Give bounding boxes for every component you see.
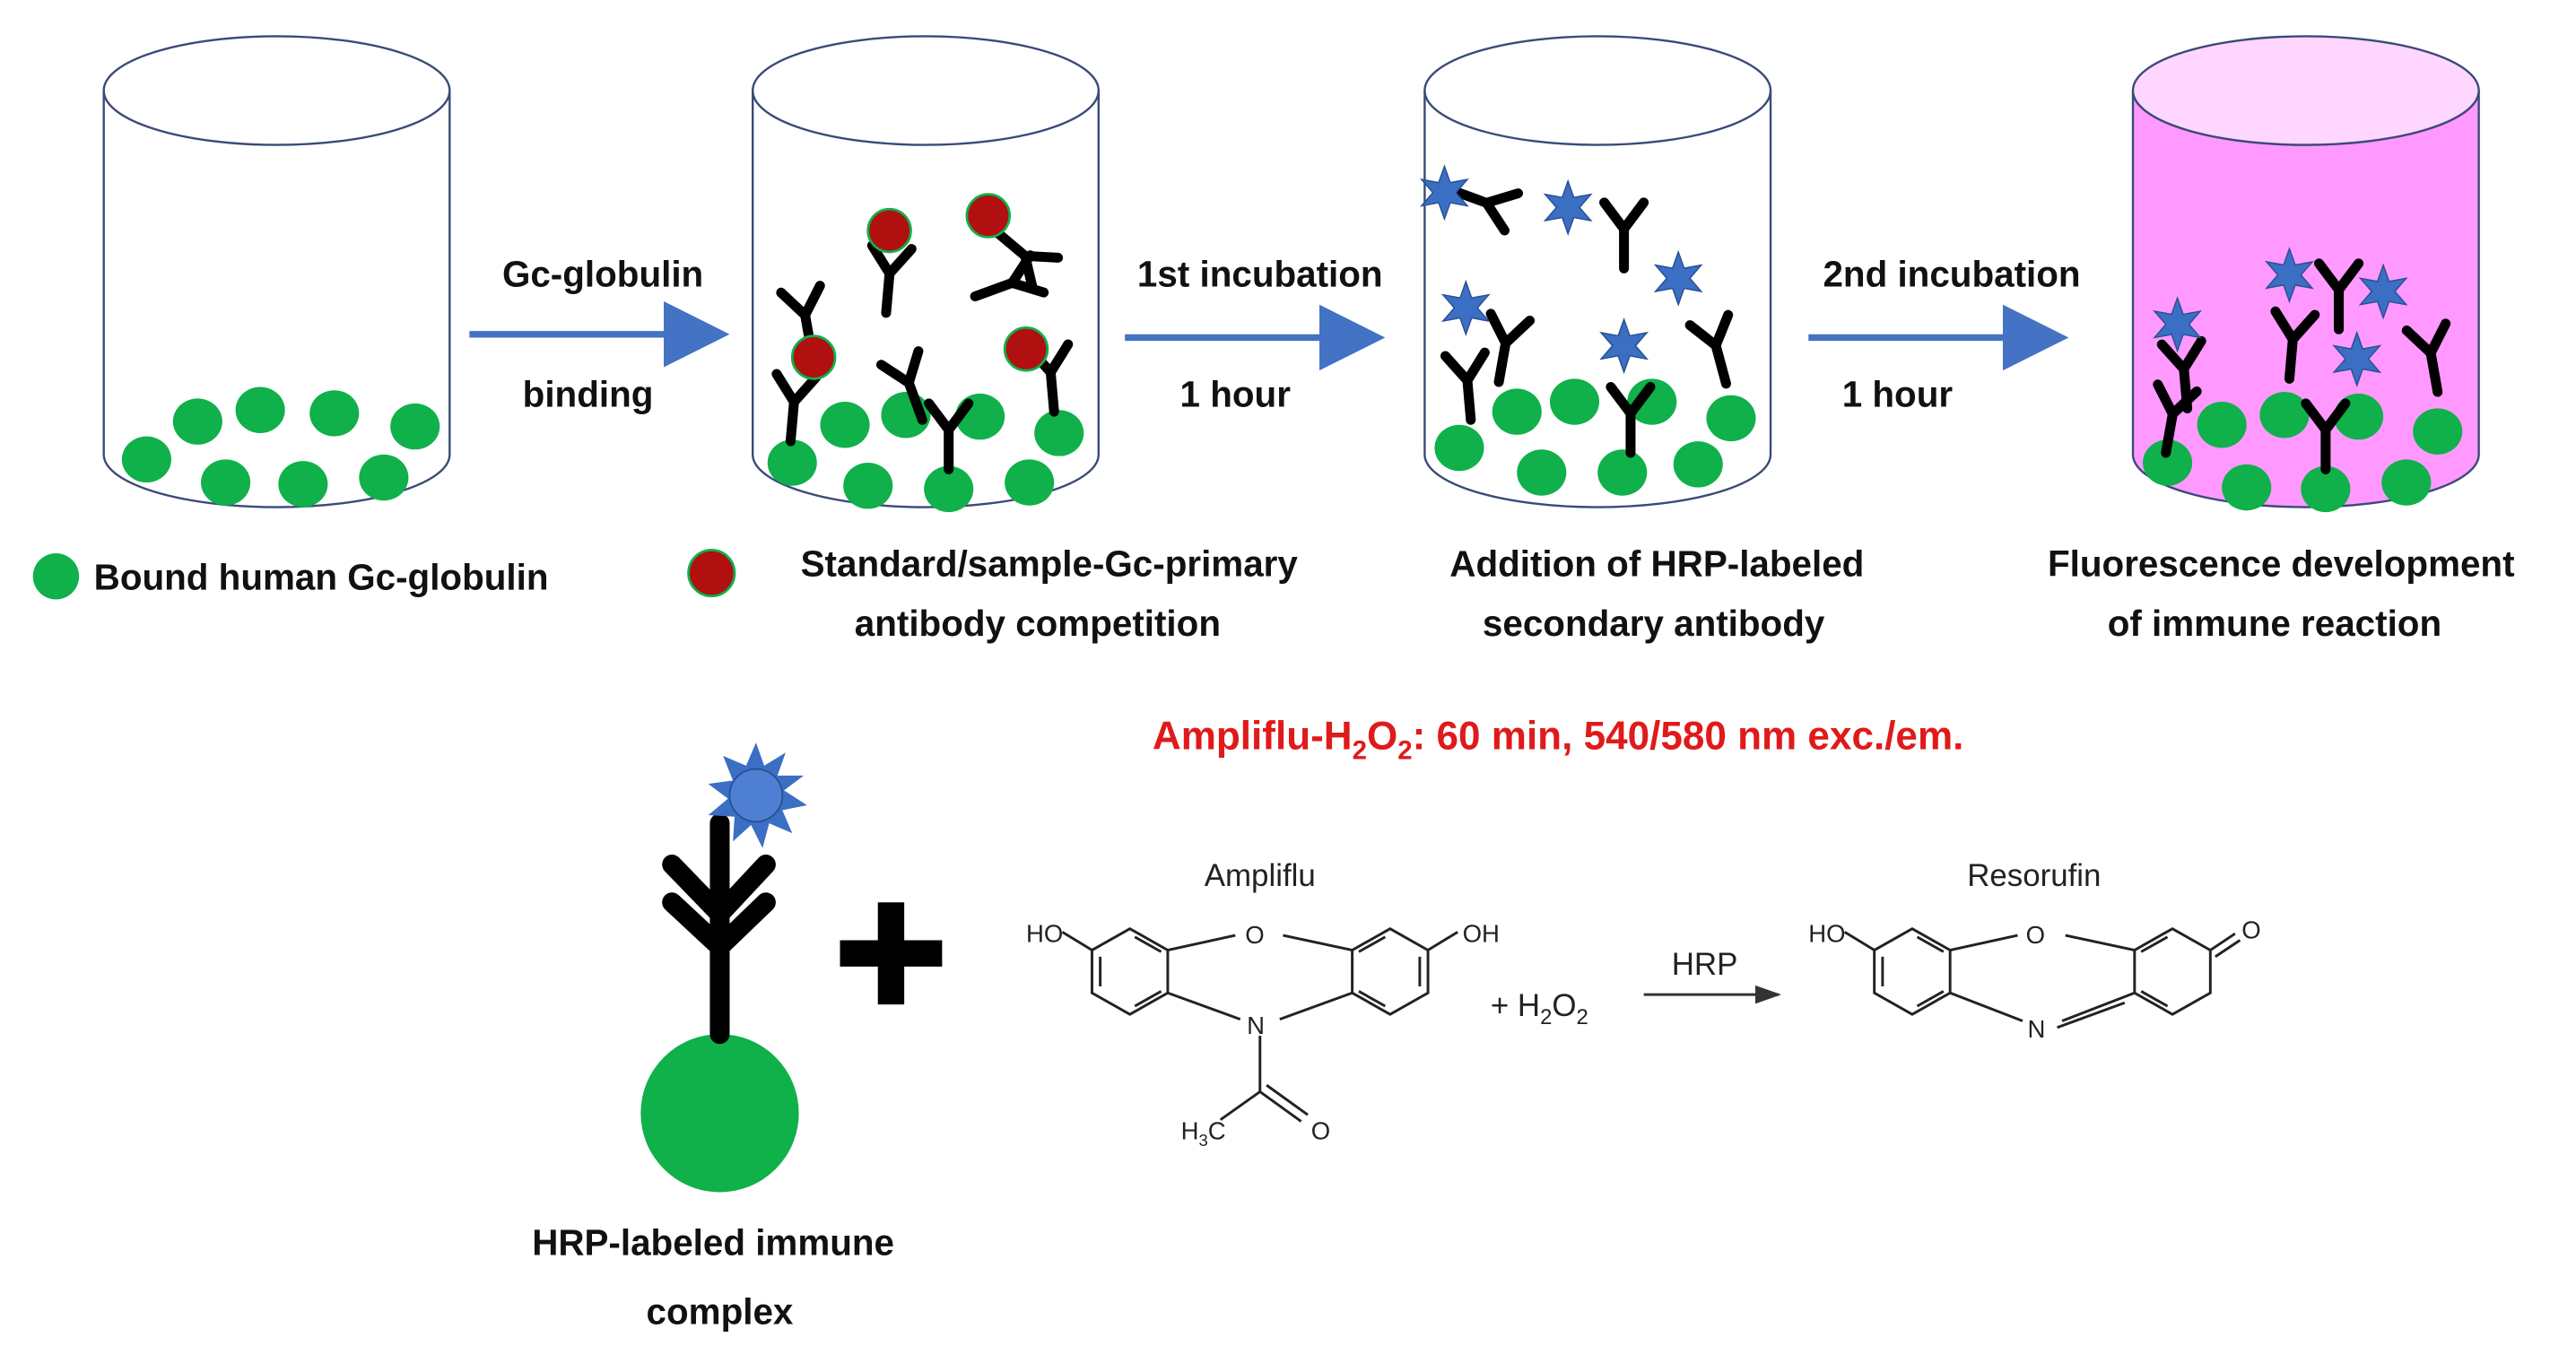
well-4 (2131, 35, 2480, 513)
well-4-beads (2143, 392, 2463, 513)
ampliflu-name: Ampliflu (1205, 858, 1316, 893)
step-4-caption: Fluorescence development of immune react… (2048, 543, 2515, 644)
well-2 (751, 35, 1101, 513)
ampliflu-oh: OH (1463, 919, 1500, 947)
complex-antibody (662, 813, 776, 1045)
well-3 (1421, 35, 1772, 508)
arrow-1-top-label: Gc-globulin (502, 254, 703, 295)
step-3-line1: Addition of HRP-labeled (1449, 543, 1864, 585)
complex-hrp-icon (708, 742, 807, 848)
legend-competition-line2: antibody competition (855, 603, 1221, 644)
arrow-2: 1st incubation 1 hour (1125, 254, 1386, 415)
well-1 (102, 35, 451, 508)
well-2-red-beads (790, 193, 1049, 380)
ampliflu-ring-o: O (1245, 921, 1264, 949)
well-1-rim (102, 35, 451, 146)
legend-green-bead (32, 552, 80, 600)
immune-complex: HRP-labeled immune complex (532, 742, 894, 1332)
ampliflu-acetyl-o: O (1311, 1117, 1330, 1145)
resorufin-structure: Resorufin HO O N O (1808, 858, 2260, 1043)
well-2-body (751, 90, 1101, 508)
arrow-3-top-label: 2nd incubation (1823, 254, 2080, 295)
arrow-3: 2nd incubation 1 hour (1808, 254, 2081, 415)
ampliflu-acetyl-h3c: H3C (1181, 1117, 1226, 1150)
step-3-caption: Addition of HRP-labeled secondary antibo… (1449, 543, 1864, 644)
complex-line2: complex (647, 1290, 794, 1332)
complex-green-bead (640, 1034, 799, 1193)
resorufin-ring-n: N (2027, 1015, 2045, 1043)
h2o2-label: + H2O2 (1491, 988, 1588, 1029)
resorufin-ketone-o: O (2241, 916, 2260, 944)
well-3-beads (1434, 378, 1756, 496)
step-4-line2: of immune reaction (2108, 603, 2441, 644)
enzyme-label: HRP (1672, 947, 1738, 982)
ampliflu-ring-n: N (1247, 1012, 1265, 1039)
complex-line1: HRP-labeled immune (532, 1221, 894, 1263)
resorufin-ring-o: O (2026, 921, 2045, 949)
legend-bound-label: Bound human Gc-globulin (94, 556, 549, 597)
well-1-body (102, 90, 451, 508)
legend: Bound human Gc-globulin Standard/sample-… (32, 543, 1299, 644)
well-3-body (1423, 90, 1772, 508)
arrow-1: Gc-globulin binding (469, 254, 730, 415)
step-4-line1: Fluorescence development (2048, 543, 2515, 585)
arrow-3-bottom-label: 1 hour (1842, 374, 1954, 415)
plus-icon (840, 902, 943, 1005)
ampliflu-structure: Ampliflu HO OH O N H3C O (1026, 858, 1500, 1150)
arrow-2-top-label: 1st incubation (1137, 254, 1383, 295)
resorufin-ho: HO (1808, 919, 1845, 947)
well-1-beads (121, 386, 440, 508)
well-2-rim (751, 35, 1101, 146)
condition-label: Ampliflu-H2O2: 60 min, 540/580 nm exc./e… (1153, 715, 1963, 766)
legend-red-bead (687, 548, 736, 598)
well-3-rim (1423, 35, 1772, 146)
ampliflu-ho: HO (1026, 919, 1063, 947)
well-4-rim (2131, 35, 2480, 146)
resorufin-name: Resorufin (1967, 858, 2101, 893)
legend-competition-line1: Standard/sample-Gc-primary (801, 543, 1299, 585)
arrow-2-bottom-label: 1 hour (1180, 374, 1292, 415)
arrow-1-bottom-label: binding (523, 374, 654, 415)
step-3-line2: secondary antibody (1483, 603, 1825, 644)
